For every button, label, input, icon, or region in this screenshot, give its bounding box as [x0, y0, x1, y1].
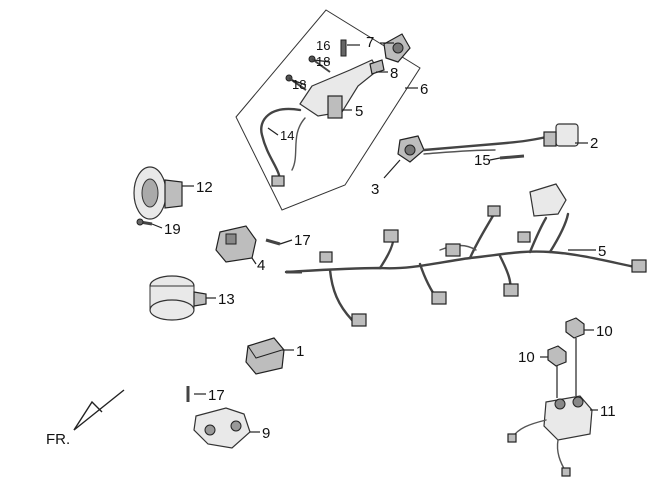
- callout-9: 9: [262, 425, 270, 442]
- callout-10-lower: 10: [518, 349, 535, 366]
- part-9-bracket: [193, 407, 251, 449]
- ignition-assembly-outline: [235, 9, 421, 211]
- part-7-key-cover: [383, 33, 411, 63]
- callout-17-upper: 17: [294, 232, 311, 249]
- part-14-cable: [260, 107, 306, 187]
- part-1-regulator: [245, 337, 285, 375]
- callout-18-upper: 18: [316, 54, 330, 69]
- callout-14: 14: [280, 128, 294, 143]
- callout-11: 11: [600, 403, 616, 420]
- part-3-sensor: [397, 135, 425, 163]
- part-10-nut-lower: [547, 345, 567, 367]
- callout-17-lower: 17: [208, 387, 225, 404]
- part-2-connector-cable: [422, 123, 579, 155]
- part-5-main-harness: [284, 183, 647, 327]
- part-15-screw: [499, 154, 525, 160]
- front-marker-label: FR.: [46, 431, 70, 448]
- part-13-coil: [149, 275, 207, 321]
- part-18-bolt-lower: [285, 74, 307, 91]
- callout-18-lower: 18: [292, 77, 306, 92]
- callout-12: 12: [196, 179, 213, 196]
- part-8-lever: [369, 59, 385, 75]
- callout-4: 4: [257, 257, 265, 274]
- part-17-screw-upper: [265, 238, 281, 246]
- part-19-bolt: [136, 218, 153, 226]
- callout-6: 6: [420, 81, 428, 98]
- part-16-screw: [340, 39, 347, 57]
- callout-19: 19: [164, 221, 181, 238]
- callout-10-upper: 10: [596, 323, 613, 340]
- callout-1: 1: [296, 343, 304, 360]
- callout-7: 7: [366, 34, 374, 51]
- part-4-relay: [215, 225, 257, 263]
- part-10-nut-upper: [565, 317, 585, 339]
- callout-15: 15: [474, 152, 491, 169]
- part-12-horn: [133, 166, 183, 220]
- leader-lines: [151, 42, 598, 433]
- part-11-starter-relay: [507, 395, 593, 477]
- callout-13: 13: [218, 291, 235, 308]
- callout-5-ignition: 5: [355, 103, 363, 120]
- part-5-ignition-switch: [299, 59, 379, 119]
- part-18-bolt-upper: [308, 55, 331, 73]
- callout-16: 16: [316, 38, 330, 53]
- callout-8: 8: [390, 65, 398, 82]
- callout-3: 3: [371, 181, 379, 198]
- callout-2: 2: [590, 135, 598, 152]
- callout-5-harness: 5: [598, 243, 606, 260]
- front-direction-arrow: [73, 389, 125, 431]
